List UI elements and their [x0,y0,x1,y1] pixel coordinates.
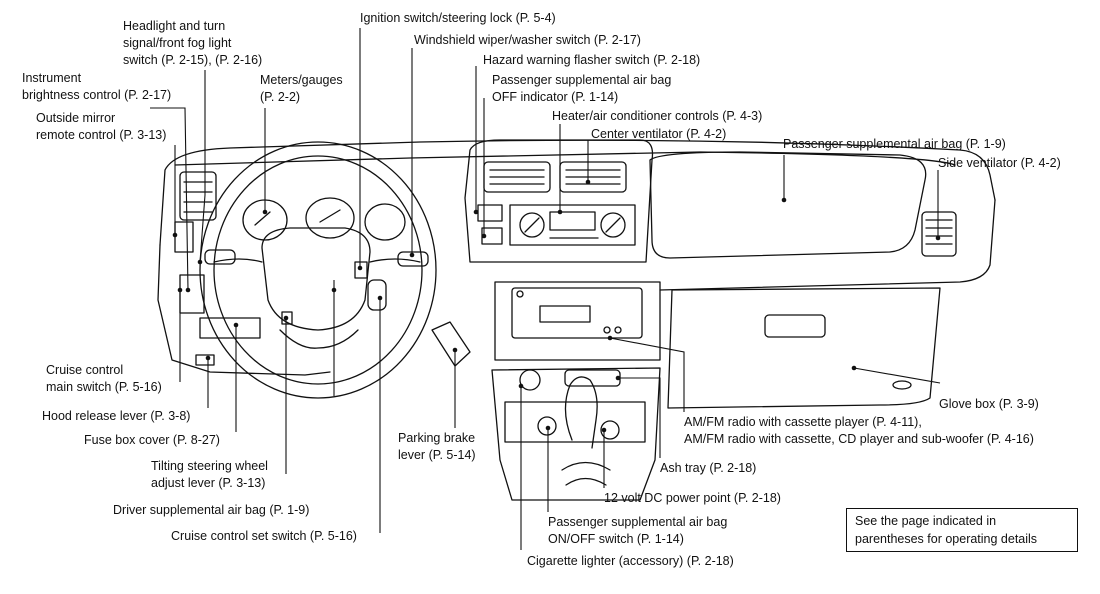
label-hazard-switch: Hazard warning flasher switch (P. 2-18) [483,53,701,67]
mirror-control [174,221,194,253]
steering-wheel-outer [199,141,437,399]
label-heater-controls: Heater/air conditioner controls (P. 4-3) [552,109,763,123]
label-radio: AM/FM radio with cassette player (P. 4-1… [684,415,1034,446]
climate-panel [509,204,636,246]
fuse-cover [199,317,261,339]
dash-right-edge [659,199,996,291]
center-stack [464,139,654,263]
label-wiper-switch: Windshield wiper/washer switch (P. 2-17) [414,33,641,47]
radio-housing [494,281,661,361]
label-side-ventilator: Side ventilator (P. 4-2) [938,156,1061,170]
label-cigarette-lighter: Cigarette lighter (accessory) (P. 2-18) [527,554,734,568]
center-console [491,367,661,501]
hazard-switch [477,204,503,222]
shift-lever [564,376,598,449]
label-power-point: 12 volt DC power point (P. 2-18) [604,491,781,505]
cruise-set-switch [367,279,387,311]
hood-lever [195,354,215,366]
label-ignition-switch: Ignition switch/steering lock (P. 5-4) [360,11,556,25]
label-fuse-box: Fuse box cover (P. 8-27) [84,433,220,447]
label-driver-airbag: Driver supplemental air bag (P. 1-9) [113,503,310,517]
onoff-switch [600,420,620,440]
label-center-ventilator: Center ventilator (P. 4-2) [591,127,727,141]
cigarette-lighter [519,369,541,391]
passenger-airbag-door [649,151,927,259]
power-point [537,416,557,436]
label-glove-box: Glove box (P. 3-9) [939,397,1039,411]
left-ventilator [179,171,217,221]
dash-left-edge [157,244,331,376]
headlight-stalk [204,249,236,265]
glove-box [667,287,941,409]
steering-wheel-inner [213,155,423,385]
side-ventilator [921,211,957,257]
label-cruise-set: Cruise control set switch (P. 5-16) [171,529,357,543]
tilt-lever [281,311,293,325]
steering-hub [261,227,371,331]
parking-brake [431,321,471,367]
radio-face [511,287,643,339]
label-ash-tray: Ash tray (P. 2-18) [660,461,757,475]
label-meters-gauges: Meters/gauges(P. 2-2) [260,73,343,104]
label-hood-release: Hood release lever (P. 3-8) [42,409,191,423]
ignition-lock [354,261,368,279]
dash-top-edge [159,139,996,246]
wiper-stalk [397,251,429,267]
label-passenger-airbag: Passenger supplemental air bag (P. 1-9) [783,137,1006,151]
